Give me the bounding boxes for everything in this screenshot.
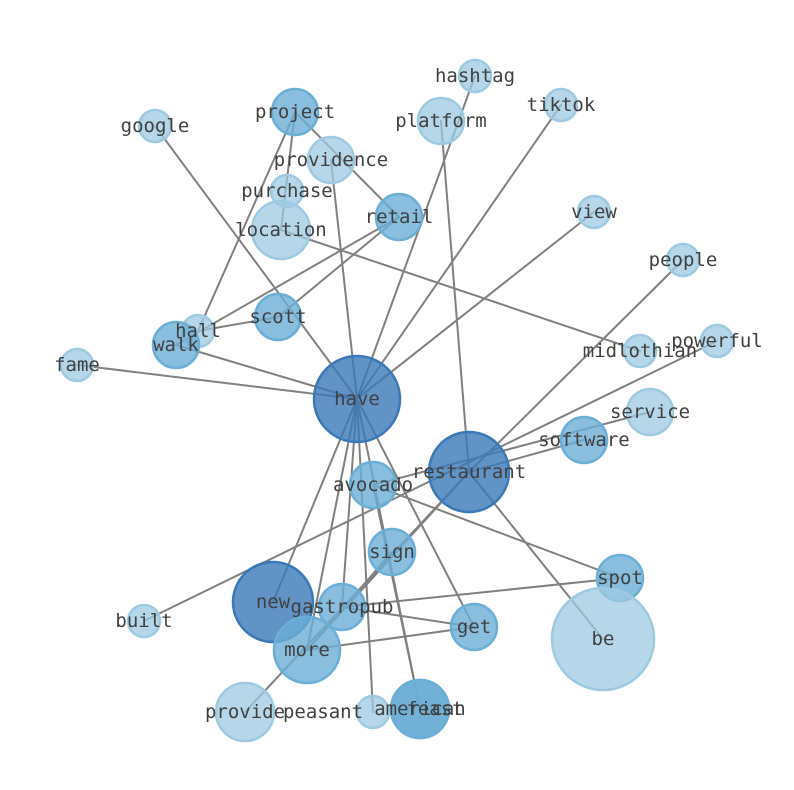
node-people	[665, 242, 701, 278]
node-midlothian	[622, 333, 658, 369]
node-be	[550, 586, 656, 692]
node-label-new: new	[256, 591, 291, 613]
node-view	[576, 194, 612, 230]
node-location	[250, 199, 312, 261]
node-sign	[367, 527, 417, 577]
node-label-restaurant: restaurant	[412, 461, 526, 483]
node-hashtag	[457, 58, 493, 94]
node-walk	[151, 320, 201, 370]
node-label-people: people	[649, 249, 718, 271]
node-software	[559, 415, 609, 465]
node-label-retail: retail	[365, 206, 434, 228]
edge-service-avocado	[372, 411, 651, 486]
node-layer	[59, 58, 735, 743]
node-label-purchase: purchase	[241, 180, 333, 202]
node-label-avocado: avocado	[333, 474, 413, 496]
node-built	[126, 603, 162, 639]
edge-avocado-american	[372, 484, 421, 710]
node-label-american: american	[374, 698, 466, 720]
node-peasant	[355, 694, 391, 730]
node-fame	[59, 347, 95, 383]
node-label-powerful: powerful	[671, 330, 763, 352]
node-label-google: google	[121, 115, 190, 137]
node-label-service: service	[610, 401, 690, 423]
node-label-location: location	[235, 219, 327, 241]
node-service	[625, 387, 675, 437]
node-label-scott: scott	[249, 306, 306, 328]
edge-platform-restaurant	[440, 120, 470, 473]
node-label-peasant: peasant	[283, 701, 363, 723]
node-scott	[253, 292, 303, 342]
node-providence	[306, 135, 356, 185]
node-google	[137, 108, 173, 144]
node-label-project: project	[255, 101, 335, 123]
node-label-platform: platform	[395, 110, 487, 132]
node-get	[449, 602, 499, 652]
node-label-more: more	[284, 639, 330, 661]
node-label-gastropub: gastropub	[291, 596, 394, 618]
node-label-get: get	[457, 616, 491, 638]
edge-have-fame	[76, 364, 358, 400]
node-label-fame: fame	[54, 354, 100, 376]
node-label-be: be	[592, 628, 615, 650]
node-powerful	[699, 323, 735, 359]
node-label-view: view	[571, 201, 617, 223]
edge-have-google	[154, 125, 358, 400]
node-label-provide: provide	[205, 701, 285, 723]
edge-location-midlothian	[280, 229, 641, 352]
node-tiktok	[543, 87, 579, 123]
node-retail	[374, 192, 424, 242]
node-restaurant	[427, 430, 511, 514]
node-have	[312, 354, 402, 444]
edge-have-view	[356, 211, 595, 400]
edge-spot-gastropub	[341, 577, 621, 608]
node-label-have: have	[334, 388, 380, 410]
node-gastropub	[317, 582, 367, 632]
node-label-sign: sign	[369, 541, 415, 563]
node-project	[270, 87, 320, 137]
edge-avocado-spot	[372, 484, 621, 579]
node-label-hashtag: hashtag	[435, 65, 515, 87]
node-more	[272, 615, 342, 685]
node-feast	[389, 678, 451, 740]
node-label-software: software	[538, 429, 630, 451]
node-platform	[416, 96, 466, 146]
edge-retail-scott	[277, 216, 400, 318]
edge-restaurant-people	[468, 259, 684, 473]
node-label-feast: feast	[406, 698, 463, 720]
node-label-midlothian: midlothian	[583, 340, 697, 362]
node-label-tiktok: tiktok	[527, 94, 596, 116]
node-label-spot: spot	[597, 567, 643, 589]
node-label-built: built	[115, 610, 172, 632]
node-provide	[214, 681, 276, 743]
edge-have-peasant	[356, 398, 374, 713]
node-avocado	[348, 460, 398, 510]
node-label-providence: providence	[274, 149, 388, 171]
edge-project-hall	[197, 111, 296, 332]
node-label-walk: walk	[153, 334, 199, 356]
node-label-hall: hall	[175, 320, 221, 342]
edge-have-tiktok	[356, 104, 562, 400]
label-layer: hashtag tiktok google project platform provid…	[54, 65, 763, 723]
